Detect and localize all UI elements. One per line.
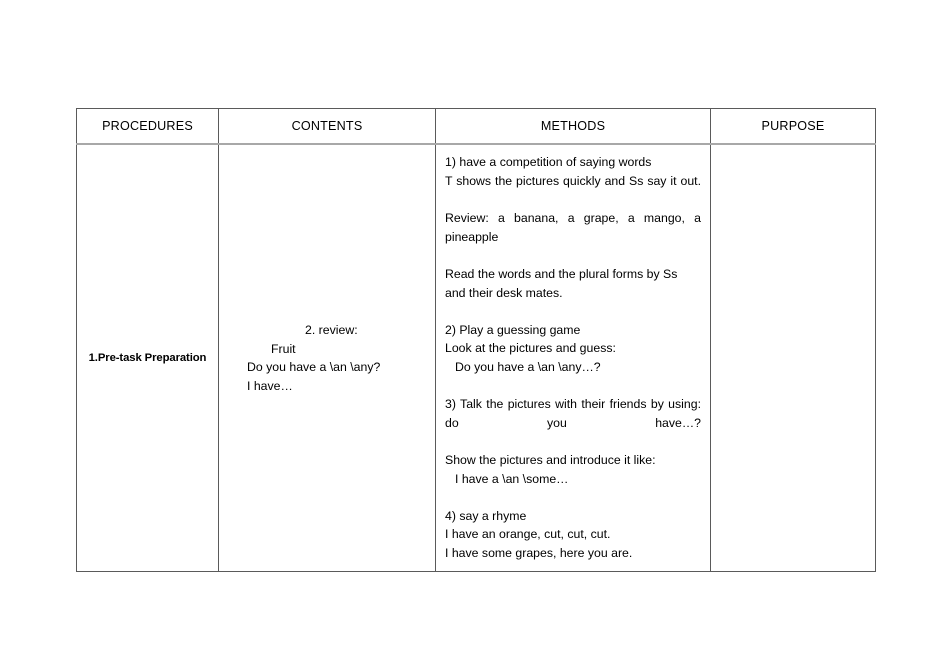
method-4-line-2: I have an orange, cut, cut, cut.: [445, 527, 611, 542]
method-block-4: 4) say a rhyme I have an orange, cut, cu…: [445, 507, 701, 563]
cell-procedures: 1.Pre-task Preparation: [76, 143, 219, 572]
method-4-line-1: 4) say a rhyme: [445, 508, 527, 523]
method-3-line-2: Show the pictures and introduce it like:: [445, 452, 656, 467]
column-header-purpose: PURPOSE: [710, 108, 876, 145]
method-1-line-1: 1) have a competition of saying words: [445, 155, 652, 170]
lesson-plan-table: PROCEDURES CONTENTS METHODS PURPOSE 1.Pr…: [76, 108, 876, 572]
method-4-line-3: I have some grapes, here you are.: [445, 545, 633, 560]
method-2-line-3: Do you have a \an \any…?: [455, 360, 601, 374]
method-2-line-1: 2) Play a guessing game: [445, 322, 581, 337]
contents-line-fruit: Fruit: [271, 341, 296, 356]
cell-methods: 1) have a competition of saying words T …: [435, 143, 711, 572]
table-row: 1.Pre-task Preparation 2. review: Fruit …: [76, 143, 876, 572]
method-block-1: 1) have a competition of saying words T …: [445, 153, 701, 302]
contents-line-review-title: 2. review:: [305, 323, 358, 337]
column-header-procedures: PROCEDURES: [76, 108, 219, 145]
method-3-line-1: 3) Talk the pictures with their friends …: [445, 397, 701, 430]
method-1-line-2: T shows the pictures quickly and Ss say …: [445, 174, 701, 189]
method-block-2: 2) Play a guessing game Look at the pict…: [445, 321, 701, 377]
method-block-3: 3) Talk the pictures with their friends …: [445, 395, 701, 488]
contents-line-answer: I have…: [247, 378, 293, 393]
table-header-row: PROCEDURES CONTENTS METHODS PURPOSE: [76, 108, 876, 145]
contents-line-question: Do you have a \an \any?: [247, 360, 381, 374]
method-2-line-2: Look at the pictures and guess:: [445, 341, 616, 356]
method-1-line-3: Review: a banana, a grape, a mango, a pi…: [445, 211, 701, 244]
column-header-contents: CONTENTS: [218, 108, 436, 145]
method-1-line-4: Read the words and the plural forms by S…: [445, 267, 678, 300]
method-3-line-3: I have a \an \some…: [455, 471, 569, 486]
cell-purpose: [710, 143, 876, 572]
cell-contents: 2. review: Fruit Do you have a \an \any?…: [218, 143, 436, 572]
column-header-methods: METHODS: [435, 108, 711, 145]
